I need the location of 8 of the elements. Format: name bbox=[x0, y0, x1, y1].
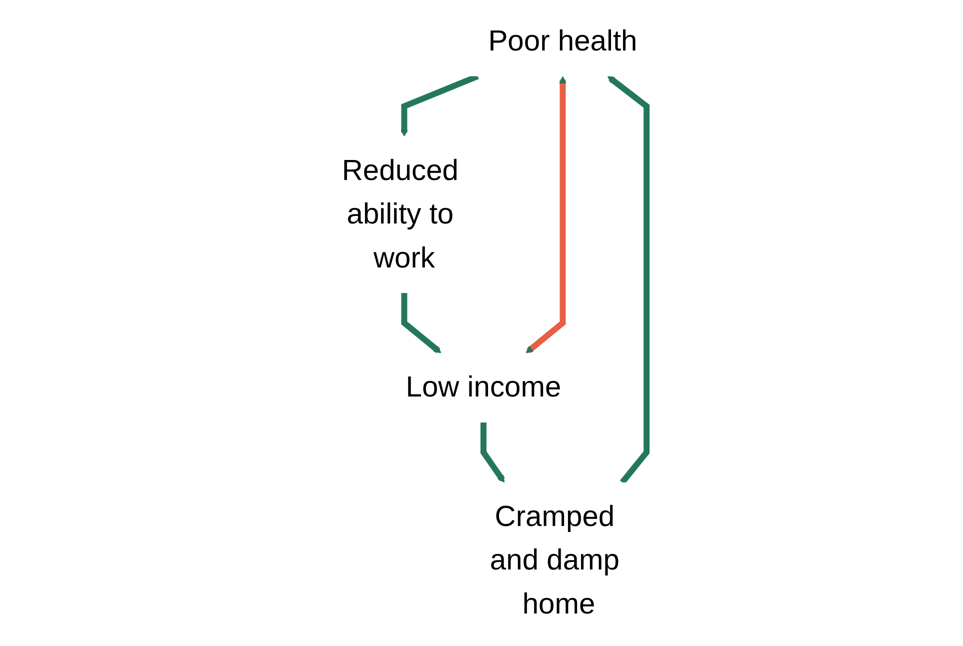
node-text: Low income bbox=[406, 370, 562, 404]
arrow bbox=[480, 422, 505, 483]
node-text: Reduced ability to work bbox=[342, 154, 458, 274]
arrow bbox=[607, 76, 650, 484]
node-text: Poor health bbox=[488, 24, 638, 58]
arrow bbox=[526, 76, 566, 354]
arrow bbox=[401, 293, 442, 354]
node-text: Cramped and damp home bbox=[490, 500, 620, 620]
